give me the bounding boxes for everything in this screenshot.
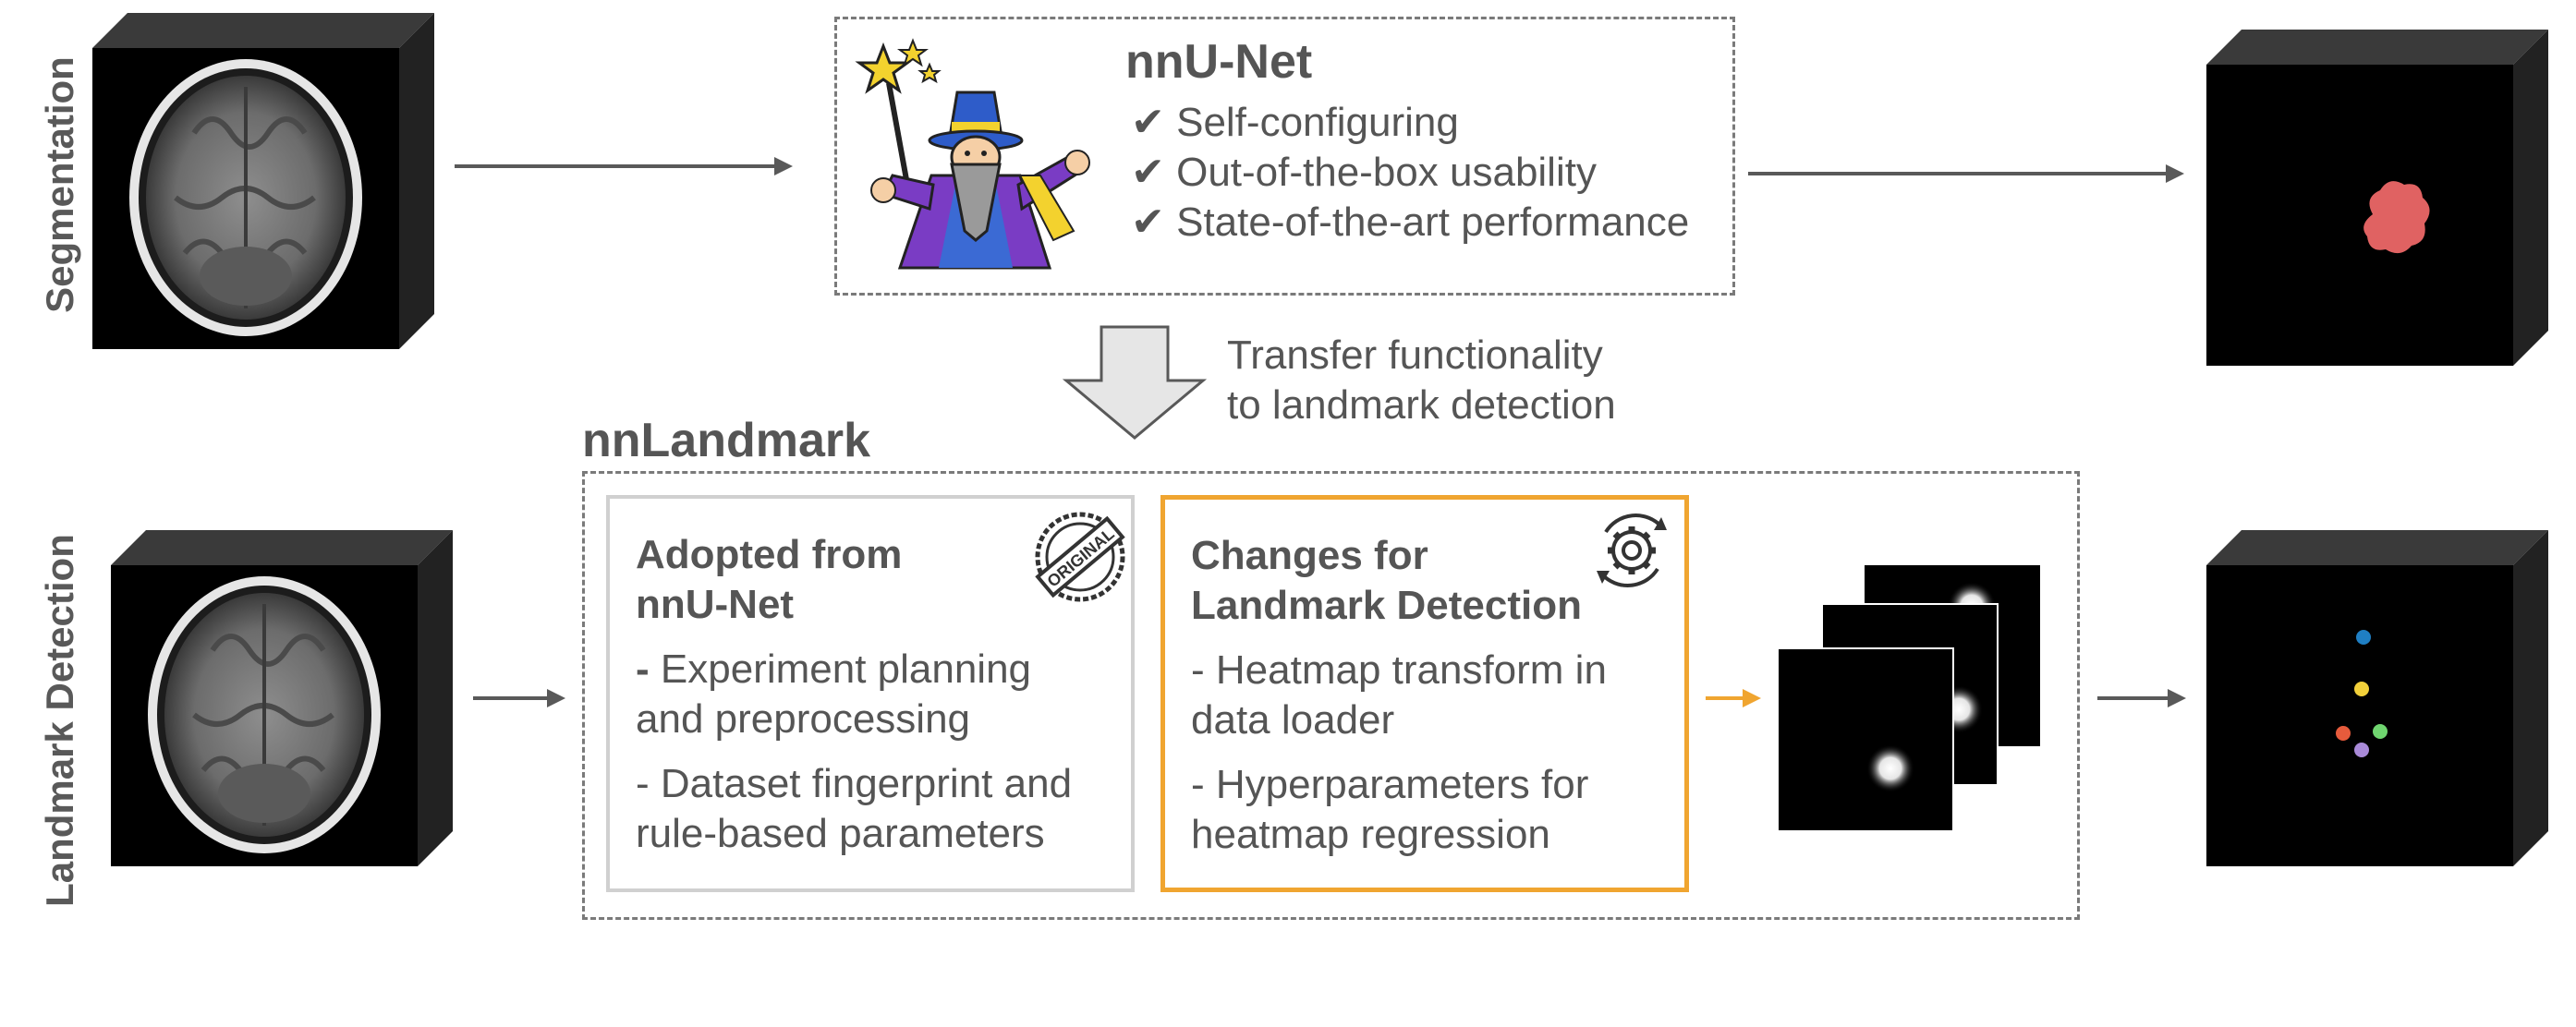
arrow-input-to-nnunet: [455, 157, 793, 175]
adopted-item-line1: - Dataset fingerprint and: [636, 761, 1073, 806]
nnunet-feature-list: ✔ Self-configuring ✔ Out-of-the-box usab…: [1131, 98, 1689, 248]
heatmap-stack: [1777, 565, 2040, 832]
transfer-caption-line2: to landmark detection: [1227, 382, 1616, 428]
changes-for-landmark-panel: Changes for Landmark Detection - Heatmap…: [1160, 495, 1689, 892]
nnunet-feature: ✔ State-of-the-art performance: [1131, 199, 1690, 245]
nnlandmark-box: [582, 471, 2080, 920]
changes-item: - Hyperparameters for heatmap regression: [1191, 760, 1659, 860]
segmentation-output-volume: [2206, 30, 2548, 366]
landmark-point: [2354, 743, 2369, 757]
arrow-landmark-input: [473, 689, 565, 707]
segmentation-mask: [2363, 181, 2430, 254]
changes-item-line1: - Hyperparameters for: [1191, 762, 1589, 807]
arrow-changes-to-heatmaps: [1706, 689, 1761, 707]
original-stamp-icon: ORIGINAL: [1035, 512, 1125, 602]
adopted-item-line2: and preprocessing: [636, 696, 971, 742]
landmark-point: [2373, 724, 2388, 739]
arrow-nnunet-to-output: [1748, 164, 2184, 183]
changes-item-line1: - Heatmap transform in: [1191, 647, 1607, 693]
landmark-input-mri-volume: [111, 530, 453, 866]
wizard-mascot-icon: [855, 38, 1090, 270]
landmark-point: [2356, 630, 2371, 645]
landmark-output-volume: [2206, 530, 2548, 866]
changes-item-line2: data loader: [1191, 697, 1395, 743]
segmentation-input-mri-volume: [92, 13, 434, 349]
nnunet-box: [834, 17, 1735, 296]
changes-title-line2: Landmark Detection: [1191, 583, 1582, 628]
row-label-segmentation: Segmentation: [38, 56, 81, 313]
adopted-title-line1: Adopted from: [636, 532, 903, 577]
landmark-point: [2336, 726, 2351, 741]
adopted-item-bullet: -: [636, 646, 650, 692]
nnunet-feature: ✔ Self-configuring: [1131, 100, 1459, 145]
arrow-nnlandmark-to-output: [2097, 689, 2186, 707]
changes-title-line1: Changes for: [1191, 533, 1428, 578]
adopted-item-line2: rule-based parameters: [636, 811, 1045, 856]
nnunet-feature: ✔ Out-of-the-box usability: [1131, 150, 1597, 195]
landmark-point: [2354, 682, 2369, 696]
nnunet-title: nnU-Net: [1125, 35, 1313, 89]
transfer-down-arrow: [1062, 325, 1208, 440]
adopted-item: - Experiment planning and preprocessing: [636, 645, 1105, 744]
changes-item: - Heatmap transform in data loader: [1191, 646, 1659, 745]
nnlandmark-title: nnLandmark: [582, 414, 871, 467]
adopted-item: - Dataset fingerprint and rule-based par…: [636, 759, 1105, 859]
changes-item-line2: heatmap regression: [1191, 812, 1550, 857]
row-label-landmark-detection: Landmark Detection: [38, 534, 81, 907]
gear-icon: [1597, 514, 1667, 587]
adopted-item-line1: Experiment planning: [649, 646, 1032, 692]
adopted-from-nnunet-panel: Adopted from nnU-Net - Experiment planni…: [606, 495, 1135, 892]
transfer-caption-line1: Transfer functionality: [1227, 332, 1603, 378]
adopted-title-line2: nnU-Net: [636, 582, 795, 627]
